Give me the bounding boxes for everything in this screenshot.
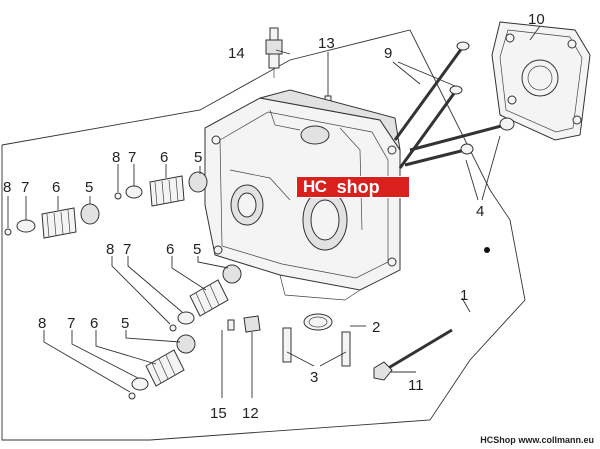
spark-plug-part bbox=[265, 27, 283, 78]
callout-5-middle: 5 bbox=[193, 241, 201, 258]
assembly-outline bbox=[1, 29, 526, 441]
footer-brand: HCShop bbox=[480, 435, 516, 445]
callout-5-upper: 5 bbox=[194, 149, 202, 166]
callout-7-left: 7 bbox=[21, 179, 29, 196]
plug-parts bbox=[227, 315, 261, 333]
callout-5-left: 5 bbox=[85, 179, 93, 196]
leader-lines bbox=[7, 25, 541, 398]
callout-8-left: 8 bbox=[3, 179, 11, 196]
callout-8-lower: 8 bbox=[38, 315, 46, 332]
valve-spring-group-lower bbox=[128, 334, 196, 400]
reference-dot bbox=[484, 247, 490, 253]
callout-10: 10 bbox=[528, 11, 545, 28]
hc-shop-logo: HC shop bbox=[296, 176, 410, 198]
callout-7-middle: 7 bbox=[123, 241, 131, 258]
callout-3: 3 bbox=[310, 369, 318, 386]
dowel-pin-parts bbox=[282, 313, 351, 367]
callout-6-lower: 6 bbox=[90, 315, 98, 332]
footer-site: www.collmann.eu bbox=[518, 435, 594, 445]
logo-hc-text: HC bbox=[303, 177, 327, 196]
valve-spring-group-left bbox=[4, 203, 100, 239]
callout-7-lower: 7 bbox=[67, 315, 75, 332]
logo-shop-text: shop bbox=[336, 176, 380, 197]
valve-parts bbox=[393, 41, 470, 169]
callout-1: 1 bbox=[460, 287, 468, 304]
callout-12: 12 bbox=[242, 405, 259, 422]
callout-13: 13 bbox=[318, 35, 335, 52]
valve-spring-group-upper bbox=[114, 171, 208, 207]
callout-6-middle: 6 bbox=[166, 241, 174, 258]
callout-9: 9 bbox=[384, 45, 392, 62]
callout-14: 14 bbox=[228, 45, 245, 62]
valve-spring-group-middle bbox=[169, 264, 242, 332]
gasket-part bbox=[491, 21, 591, 141]
callout-7-upper: 7 bbox=[128, 149, 136, 166]
footer-credit: HCShop www.collmann.eu bbox=[480, 435, 594, 445]
callout-2: 2 bbox=[372, 319, 380, 336]
callout-15: 15 bbox=[210, 405, 227, 422]
callout-8-upper: 8 bbox=[112, 149, 120, 166]
exhaust-valve-parts bbox=[404, 117, 515, 167]
callout-5-lower: 5 bbox=[121, 315, 129, 332]
bolt-part bbox=[373, 328, 453, 381]
callout-11: 11 bbox=[408, 377, 424, 394]
callout-6-left: 6 bbox=[52, 179, 60, 196]
callout-8-middle: 8 bbox=[106, 241, 114, 258]
callout-4: 4 bbox=[476, 203, 484, 220]
callout-6-upper: 6 bbox=[160, 149, 168, 166]
